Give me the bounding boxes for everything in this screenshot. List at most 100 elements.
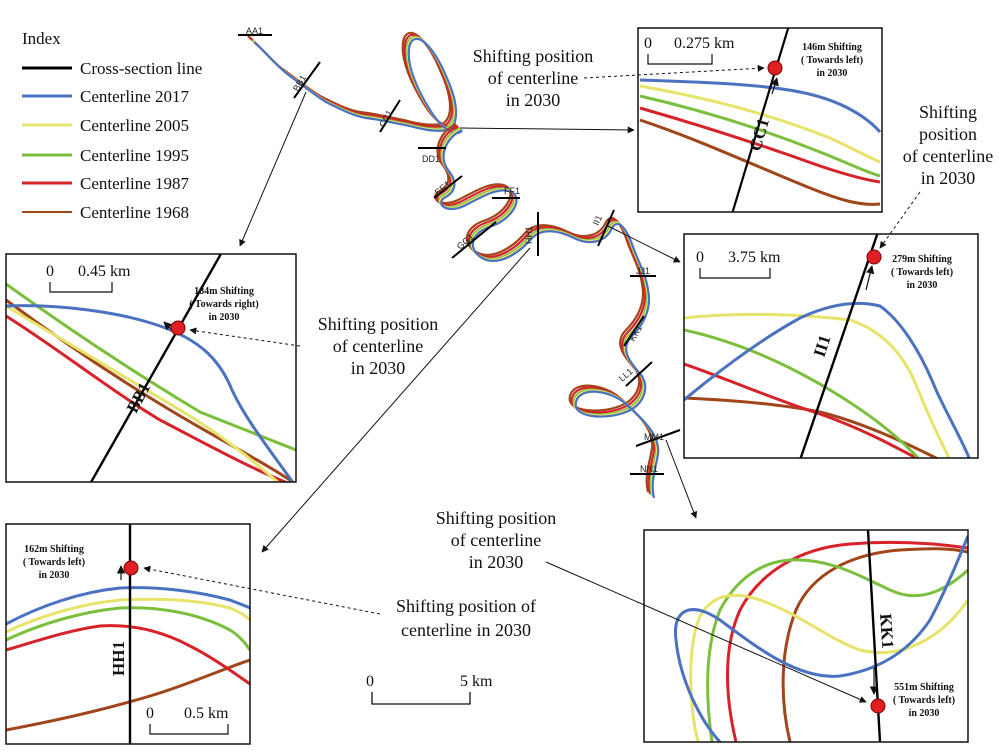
inset-cc1-shift-line2: ( Towards left) xyxy=(801,55,863,66)
legend-label-cross-section: Cross-section line xyxy=(80,59,202,78)
section-label-dd1: DD1 xyxy=(422,154,440,164)
arrow-note-mid xyxy=(189,327,301,347)
legend-title: Index xyxy=(22,29,61,48)
note-mid-line1: Shifting position xyxy=(318,314,439,334)
inset-cc1-scale-end: 0.275 km xyxy=(674,35,735,52)
section-label-ii1: II1 xyxy=(591,214,604,227)
legend-label-2005: Centerline 2005 xyxy=(80,116,189,135)
inset-ii1-centerlines xyxy=(684,234,971,458)
section-cc1-line xyxy=(379,99,401,133)
inset-hh1-shift-point xyxy=(123,560,139,576)
inset-bb1-shift-line3: in 2030 xyxy=(209,312,240,323)
section-ii1-line xyxy=(597,209,615,247)
arrow-ii1-to-inset xyxy=(607,225,681,263)
section-label-jj1: JJ1 xyxy=(636,266,650,276)
inset-kk1: KK1 551m Shifting ( Towards left) in 203… xyxy=(643,529,969,743)
inset-hh1: 162m Shifting ( Towards left) in 2030 HH… xyxy=(5,523,251,745)
note-mid-line3: in 2030 xyxy=(351,358,406,378)
inset-ii1-shift-line2: ( Towards left) xyxy=(891,267,953,278)
arrow-bb1-to-inset xyxy=(239,91,307,247)
inset-bb1-scale-end: 0.45 km xyxy=(78,263,131,280)
inset-bb1-scale-start: 0 xyxy=(46,263,54,280)
inset-hh1-shift-line2: ( Towards left) xyxy=(23,557,85,568)
legend-label-1995: Centerline 1995 xyxy=(80,146,189,165)
inset-ii1: 0 3.75 km II1 279m Shifting ( Towards le… xyxy=(683,233,979,459)
arrow-note-top xyxy=(583,64,765,79)
inset-kk1-section-label: KK1 xyxy=(876,613,897,649)
river-centerlines-main xyxy=(247,31,660,499)
cross-section-lines-main xyxy=(238,34,681,475)
note-bottom-right-line3: in 2030 xyxy=(469,552,524,572)
inset-hh1-scale-end: 0.5 km xyxy=(184,705,229,722)
note-mid-line2: of centerline xyxy=(333,336,423,356)
inset-kk1-shift-line3: in 2030 xyxy=(909,708,940,719)
arrow-note-right xyxy=(879,191,921,249)
inset-kk1-shift-line2: ( Towards left) xyxy=(893,695,955,706)
inset-ii1-scale-end: 3.75 km xyxy=(728,249,781,266)
arrow-note-bottom-right xyxy=(545,561,867,703)
section-label-ff1: FF1 xyxy=(504,186,520,196)
section-gg1-line xyxy=(451,221,497,259)
section-label-nn1: NN1 xyxy=(640,464,658,474)
note-bottom-right-line1: Shifting position xyxy=(436,508,557,528)
legend-label-2017: Centerline 2017 xyxy=(80,87,190,106)
inset-hh1-centerlines xyxy=(6,524,250,744)
inset-ii1-scale-start: 0 xyxy=(696,249,704,266)
legend-label-1968: Centerline 1968 xyxy=(80,203,189,222)
inset-hh1-shift-line1: 162m Shifting xyxy=(24,544,84,555)
inset-hh1-section-label: HH1 xyxy=(109,641,128,676)
inset-cc1-shift-point xyxy=(767,60,783,76)
inset-cc1-frame xyxy=(637,27,883,213)
arrow-note-bottom-left xyxy=(143,565,381,615)
inset-cc1-scale-start: 0 xyxy=(644,35,652,52)
inset-bb1-shift-point xyxy=(170,320,186,336)
inset-cc1-shift-line3: in 2030 xyxy=(817,68,848,79)
inset-hh1-scale-start: 0 xyxy=(146,705,154,722)
arrow-kk1-to-inset xyxy=(665,439,698,519)
note-right-line4: in 2030 xyxy=(921,168,976,188)
note-right-line2: position xyxy=(919,124,977,144)
note-right-line3: of centerline xyxy=(903,146,993,166)
inset-bb1-shift-line2: ( Towards right) xyxy=(189,299,258,310)
inset-ii1-frame xyxy=(683,233,979,459)
inset-cc1-centerlines xyxy=(639,28,882,212)
inset-hh1-shift-line3: in 2030 xyxy=(39,570,70,581)
arrow-cc1-to-inset xyxy=(459,126,635,134)
inset-kk1-shift-line1: 551m Shifting xyxy=(894,682,954,693)
connector-arrows xyxy=(143,64,921,703)
inset-ii1-section-label: II1 xyxy=(810,333,835,360)
inset-ii1-shift-line3: in 2030 xyxy=(907,280,938,291)
inset-bb1: 0 0.45 km BB1 184m Shifting ( Towards ri… xyxy=(5,253,297,483)
inset-cc1: 0 0.275 km CC1 146m Shifting ( Towards l… xyxy=(637,27,883,213)
inset-ii1-shift-point xyxy=(866,249,882,265)
note-right-line1: Shifting xyxy=(919,102,977,122)
inset-bb1-centerlines xyxy=(6,254,296,482)
note-bottom-right-line2: of centerline xyxy=(451,530,541,550)
inset-kk1-frame xyxy=(643,529,969,743)
inset-bb1-frame xyxy=(5,253,297,483)
legend-label-1987: Centerline 1987 xyxy=(80,174,190,193)
inset-ii1-shift-line1: 279m Shifting xyxy=(892,254,952,265)
legend: Index Cross-section line Centerline 2017… xyxy=(22,29,202,222)
section-ll1-line xyxy=(625,361,653,387)
inset-bb1-shift-line1: 184m Shifting xyxy=(194,286,254,297)
inset-cc1-shift-line1: 146m Shifting xyxy=(802,42,862,53)
note-right: Shifting position of centerline in 2030 xyxy=(903,102,993,188)
main-scale-end: 5 km xyxy=(460,673,493,690)
note-top: Shifting position of centerline in 2030 xyxy=(473,46,594,110)
inset-hh1-frame xyxy=(5,523,251,745)
note-top-line3: in 2030 xyxy=(506,90,561,110)
note-mid: Shifting position of centerline in 2030 xyxy=(318,314,439,378)
main-scale-bar: 0 5 km xyxy=(366,673,493,705)
section-bb1-line xyxy=(293,61,321,99)
inset-kk1-centerlines xyxy=(673,530,968,742)
note-bottom-right: Shifting position of centerline in 2030 xyxy=(436,508,557,572)
section-label-hh1: HH1 xyxy=(524,226,534,244)
section-kk1-line xyxy=(623,315,645,347)
inset-kk1-shift-point xyxy=(870,698,886,714)
section-label-aa1: AA1 xyxy=(246,26,263,36)
arrow-hh1-to-inset xyxy=(261,247,531,553)
section-mm1-line xyxy=(635,429,681,447)
note-bottom-left-line1: Shifting position of xyxy=(396,596,536,616)
